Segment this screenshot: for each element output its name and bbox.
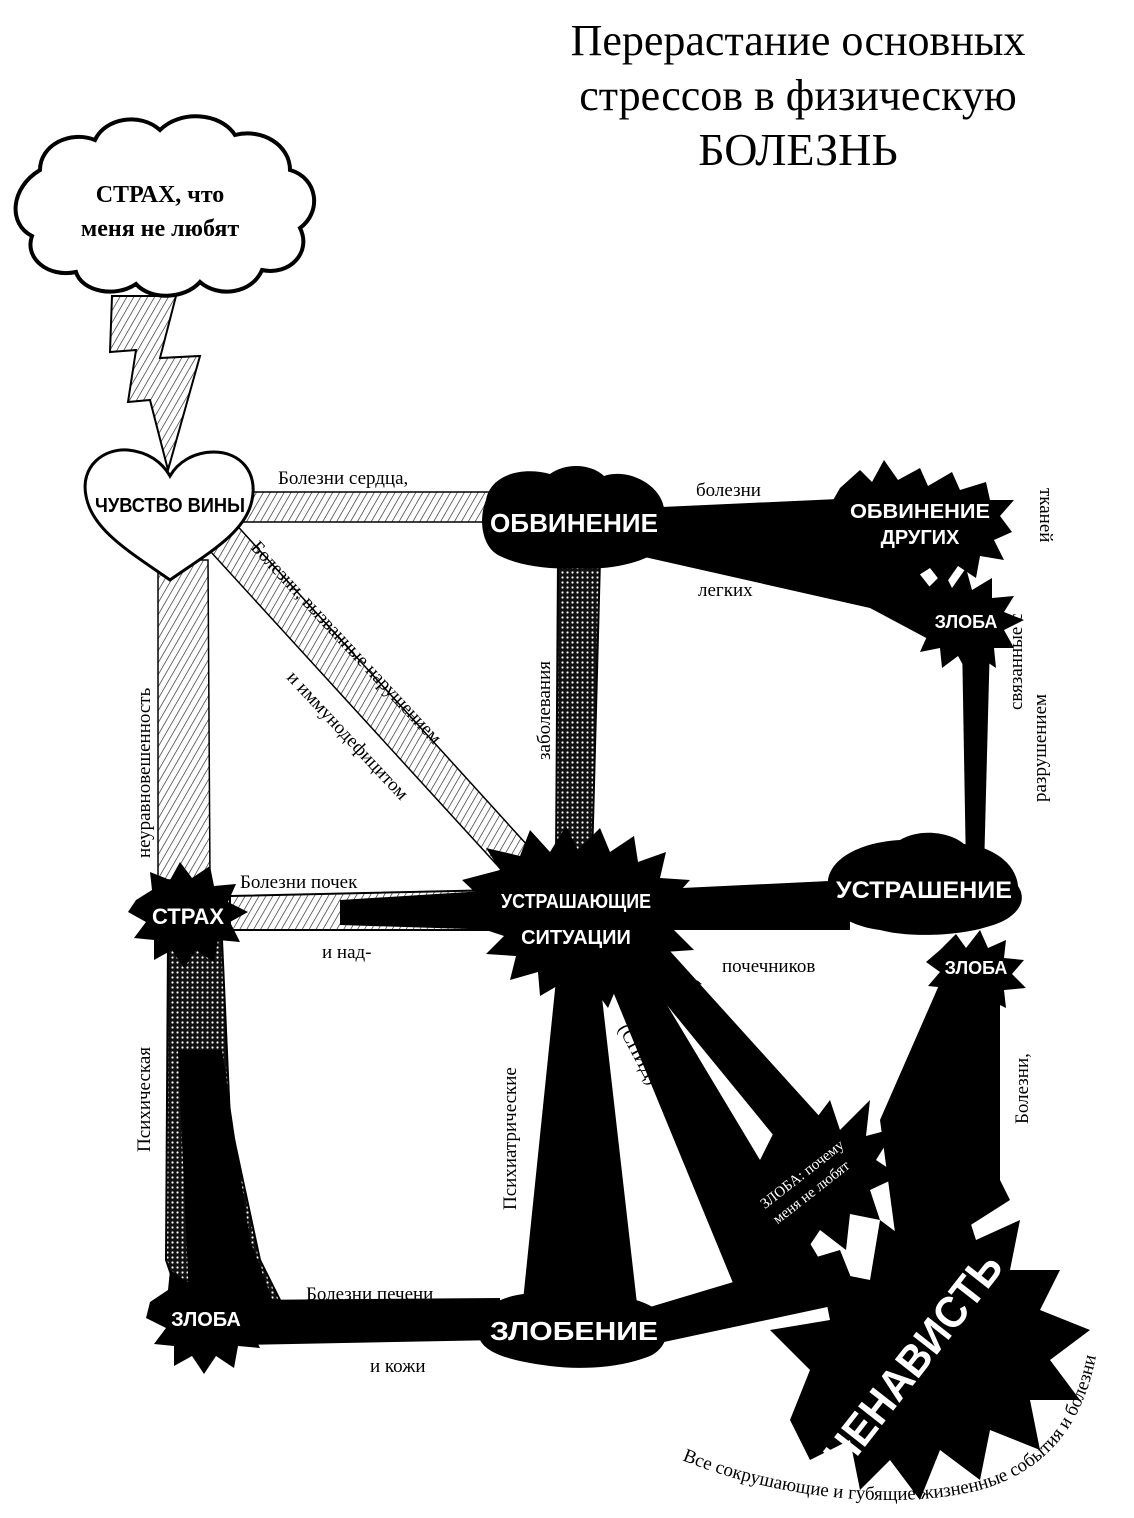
accusation-blob [482,465,670,569]
node-fear-not-loved-line2: меня не любят [81,216,239,242]
node-anger-mid: ЗЛОБА [926,930,1026,1014]
title-line-3: БОЛЕЗНЬ [698,124,898,175]
label-kidney-diseases: Болезни почек [240,872,358,893]
anger-why-burst [720,1100,900,1260]
node-intimidation-text: УСТРАШЕНИЕ [836,877,1012,904]
label-liver-diseases: Болезни печени [306,1284,433,1305]
label-and-skin: и кожи [370,1356,426,1377]
node-embitterment-text: ЗЛОБЕНИЕ [490,1316,658,1346]
label-related-destruction-1: связанные с [1006,613,1027,710]
node-accusing-others-line2: ДРУГИХ [881,527,960,549]
node-fear-not-loved: СТРАХ, что меня не любят [13,114,317,298]
accusing-others-burst [832,460,1014,586]
connector-anger-intimidation [962,640,990,870]
connector-guilt-accusation [239,491,501,523]
node-accusing-others: ОБВИНЕНИЕ ДРУГИХ [832,460,1014,586]
node-embitterment: ЗЛОБЕНИЕ [480,1292,667,1368]
node-fear-text: СТРАХ [152,904,224,929]
anger-bottom-burst [146,1262,268,1374]
connector-guilt-fear [157,559,211,881]
anger-top-burst [908,568,1024,674]
heart-shape [83,448,255,582]
label-psychiatric: Психиатрические [500,1067,521,1210]
node-guilt-text: ЧУВСТВО ВИНЫ [95,495,245,517]
node-anger-top: ЗЛОБА [908,568,1024,674]
node-accusation-text: ОБВИНЕНИЕ [490,508,658,538]
connector-fear-anger-bottom-dark [178,1050,280,1320]
node-anger-bottom-text: ЗЛОБА [171,1309,241,1331]
node-hatred: НЕНАВИСТЬ [770,1190,1090,1500]
node-accusing-others-line1: ОБВИНЕНИЕ [850,501,990,523]
label-adrenal-glands: почечников [722,956,815,977]
label-indecision: неуравновешенность [134,687,155,858]
hatred-burst [770,1190,1090,1500]
intimidation-blob [827,832,1022,935]
label-heart-diseases: Болезни сердца, [278,468,408,489]
node-threatening-line2: СИТУАЦИИ [521,927,631,949]
fear-burst [128,862,248,968]
connector-guilt-threatening [198,519,550,889]
node-guilt: ЧУВСТВО ВИНЫ [83,448,255,582]
label-mental: Психическая [134,1047,155,1152]
node-threatening-line1: УСТРАШАЮЩИЕ [501,891,651,913]
title-line-2: стрессов в физическую [579,71,1016,120]
label-lungs: легких [698,580,753,601]
connector-accusation-threatening [554,559,602,861]
connector-fear-threatening-dark [340,890,500,930]
node-anger-top-text: ЗЛОБА [935,612,998,632]
label-diseases-right: Болезни, [1012,1053,1033,1124]
label-diseases-vert: заболевания [534,661,555,760]
connector-anger-hatred [880,960,1010,1270]
node-accusation: ОБВИНЕНИЕ [482,465,670,569]
label-diseases-top: болезни [696,480,761,501]
connector-threatening-anger-why [630,940,850,1180]
connector-threatening-embitterment [520,980,640,1330]
cloud-shape [13,114,317,298]
node-anger-mid-text: ЗЛОБА [945,958,1008,978]
node-fear: СТРАХ [128,862,248,968]
node-anger-bottom: ЗЛОБА [146,1262,268,1374]
node-anger-why: ЗЛОБА: почему меня не любят [720,1100,900,1260]
node-intimidation: УСТРАШЕНИЕ [827,832,1022,935]
node-threatening: УСТРАШАЮЩИЕ СИТУАЦИИ [462,826,700,1008]
lightning-bolt-connector [108,295,202,474]
threatening-burst [462,826,700,1008]
connector-anger-embitterment [240,1298,500,1345]
title-line-1: Перерастание основных [571,16,1026,65]
label-and-adrenal: и над- [322,942,372,963]
label-diseases-caused-by: Болезни, вызванные нарушением [246,537,445,748]
anger-mid-burst [926,930,1026,1014]
label-related-destruction-2: разрушением [1030,694,1051,802]
connector-embitterment-hatred [640,1250,860,1345]
label-tissues: тканей [1035,488,1056,542]
embitterment-blob [480,1292,667,1368]
node-fear-not-loved-line1: СТРАХ, что [96,182,225,208]
